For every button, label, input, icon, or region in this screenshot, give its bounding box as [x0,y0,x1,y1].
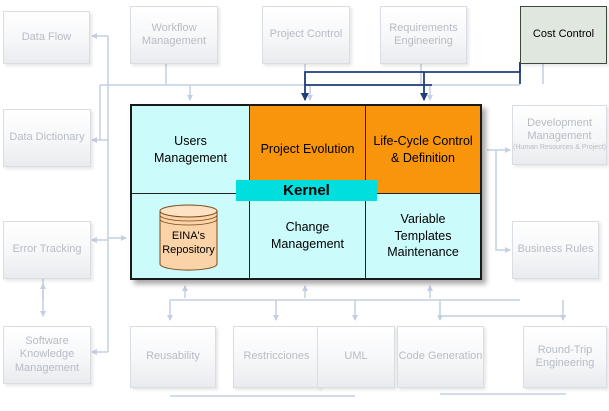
life-cycle-label: Life-Cycle Control & Definition [373,133,473,165]
data-flow-label: Data Flow [21,30,72,43]
software-knowledge-management-module[interactable]: Software Knowledge Management [3,326,91,384]
development-management-label: Development Management [527,117,592,143]
change-management-cell[interactable]: Change Management [250,194,366,278]
development-management-module[interactable]: Development Management (Human Resources … [512,105,607,165]
uml-module[interactable]: UML [317,326,395,388]
restricciones-module[interactable]: Restricciones [233,326,320,388]
data-dictionary-module[interactable]: Data Dictionary [3,109,91,167]
code-generation-label: Code Generation [398,350,483,363]
development-management-note: (Human Resources & Project) [513,144,606,152]
project-control-label: Project Control [269,28,343,41]
cost-control-module[interactable]: Cost Control [520,6,607,64]
reusability-label: Reusability [146,350,200,363]
users-management-cell[interactable]: Users Management [132,106,250,194]
round-trip-engineering-label: Round-Trip Engineering [535,343,595,369]
business-rules-label: Business Rules [517,243,594,256]
code-generation-module[interactable]: Code Generation [397,326,484,388]
reusability-module[interactable]: Reusability [130,326,216,388]
round-trip-engineering-module[interactable]: Round-Trip Engineering [523,326,607,388]
repository-cylinder[interactable]: EINA's Repository [159,204,218,272]
kernel-label: Kernel [283,182,330,199]
project-control-module[interactable]: Project Control [262,6,350,64]
variable-templates-label: Variable Templates Maintenance [387,211,459,260]
requirements-engineering-label: Requirements Engineering [389,21,458,47]
users-management-label: Users Management [154,133,227,165]
data-dictionary-label: Data Dictionary [9,131,85,144]
error-tracking-module[interactable]: Error Tracking [3,221,91,279]
requirements-engineering-module[interactable]: Requirements Engineering [380,6,467,64]
life-cycle-cell[interactable]: Life-Cycle Control & Definition [366,106,480,194]
cost-control-label: Cost Control [532,28,595,41]
restricciones-label: Restricciones [243,350,310,363]
kernel-bar[interactable]: Kernel [236,180,377,201]
business-rules-module[interactable]: Business Rules [512,221,599,279]
error-tracking-label: Error Tracking [12,243,82,256]
change-management-label: Change Management [271,220,344,251]
variable-templates-cell[interactable]: Variable Templates Maintenance [366,194,480,278]
workflow-management-module[interactable]: Workflow Management [130,6,218,64]
core-block: Users Management Project Evolution Life-… [130,104,482,280]
project-evolution-label: Project Evolution [260,142,355,157]
uml-label: UML [344,350,368,363]
database-icon [159,204,218,271]
workflow-management-label: Workflow Management [141,21,207,47]
software-knowledge-management-label: Software Knowledge Management [14,335,80,374]
data-flow-module[interactable]: Data Flow [3,11,90,64]
repository-label: EINA's Repository [162,230,215,256]
